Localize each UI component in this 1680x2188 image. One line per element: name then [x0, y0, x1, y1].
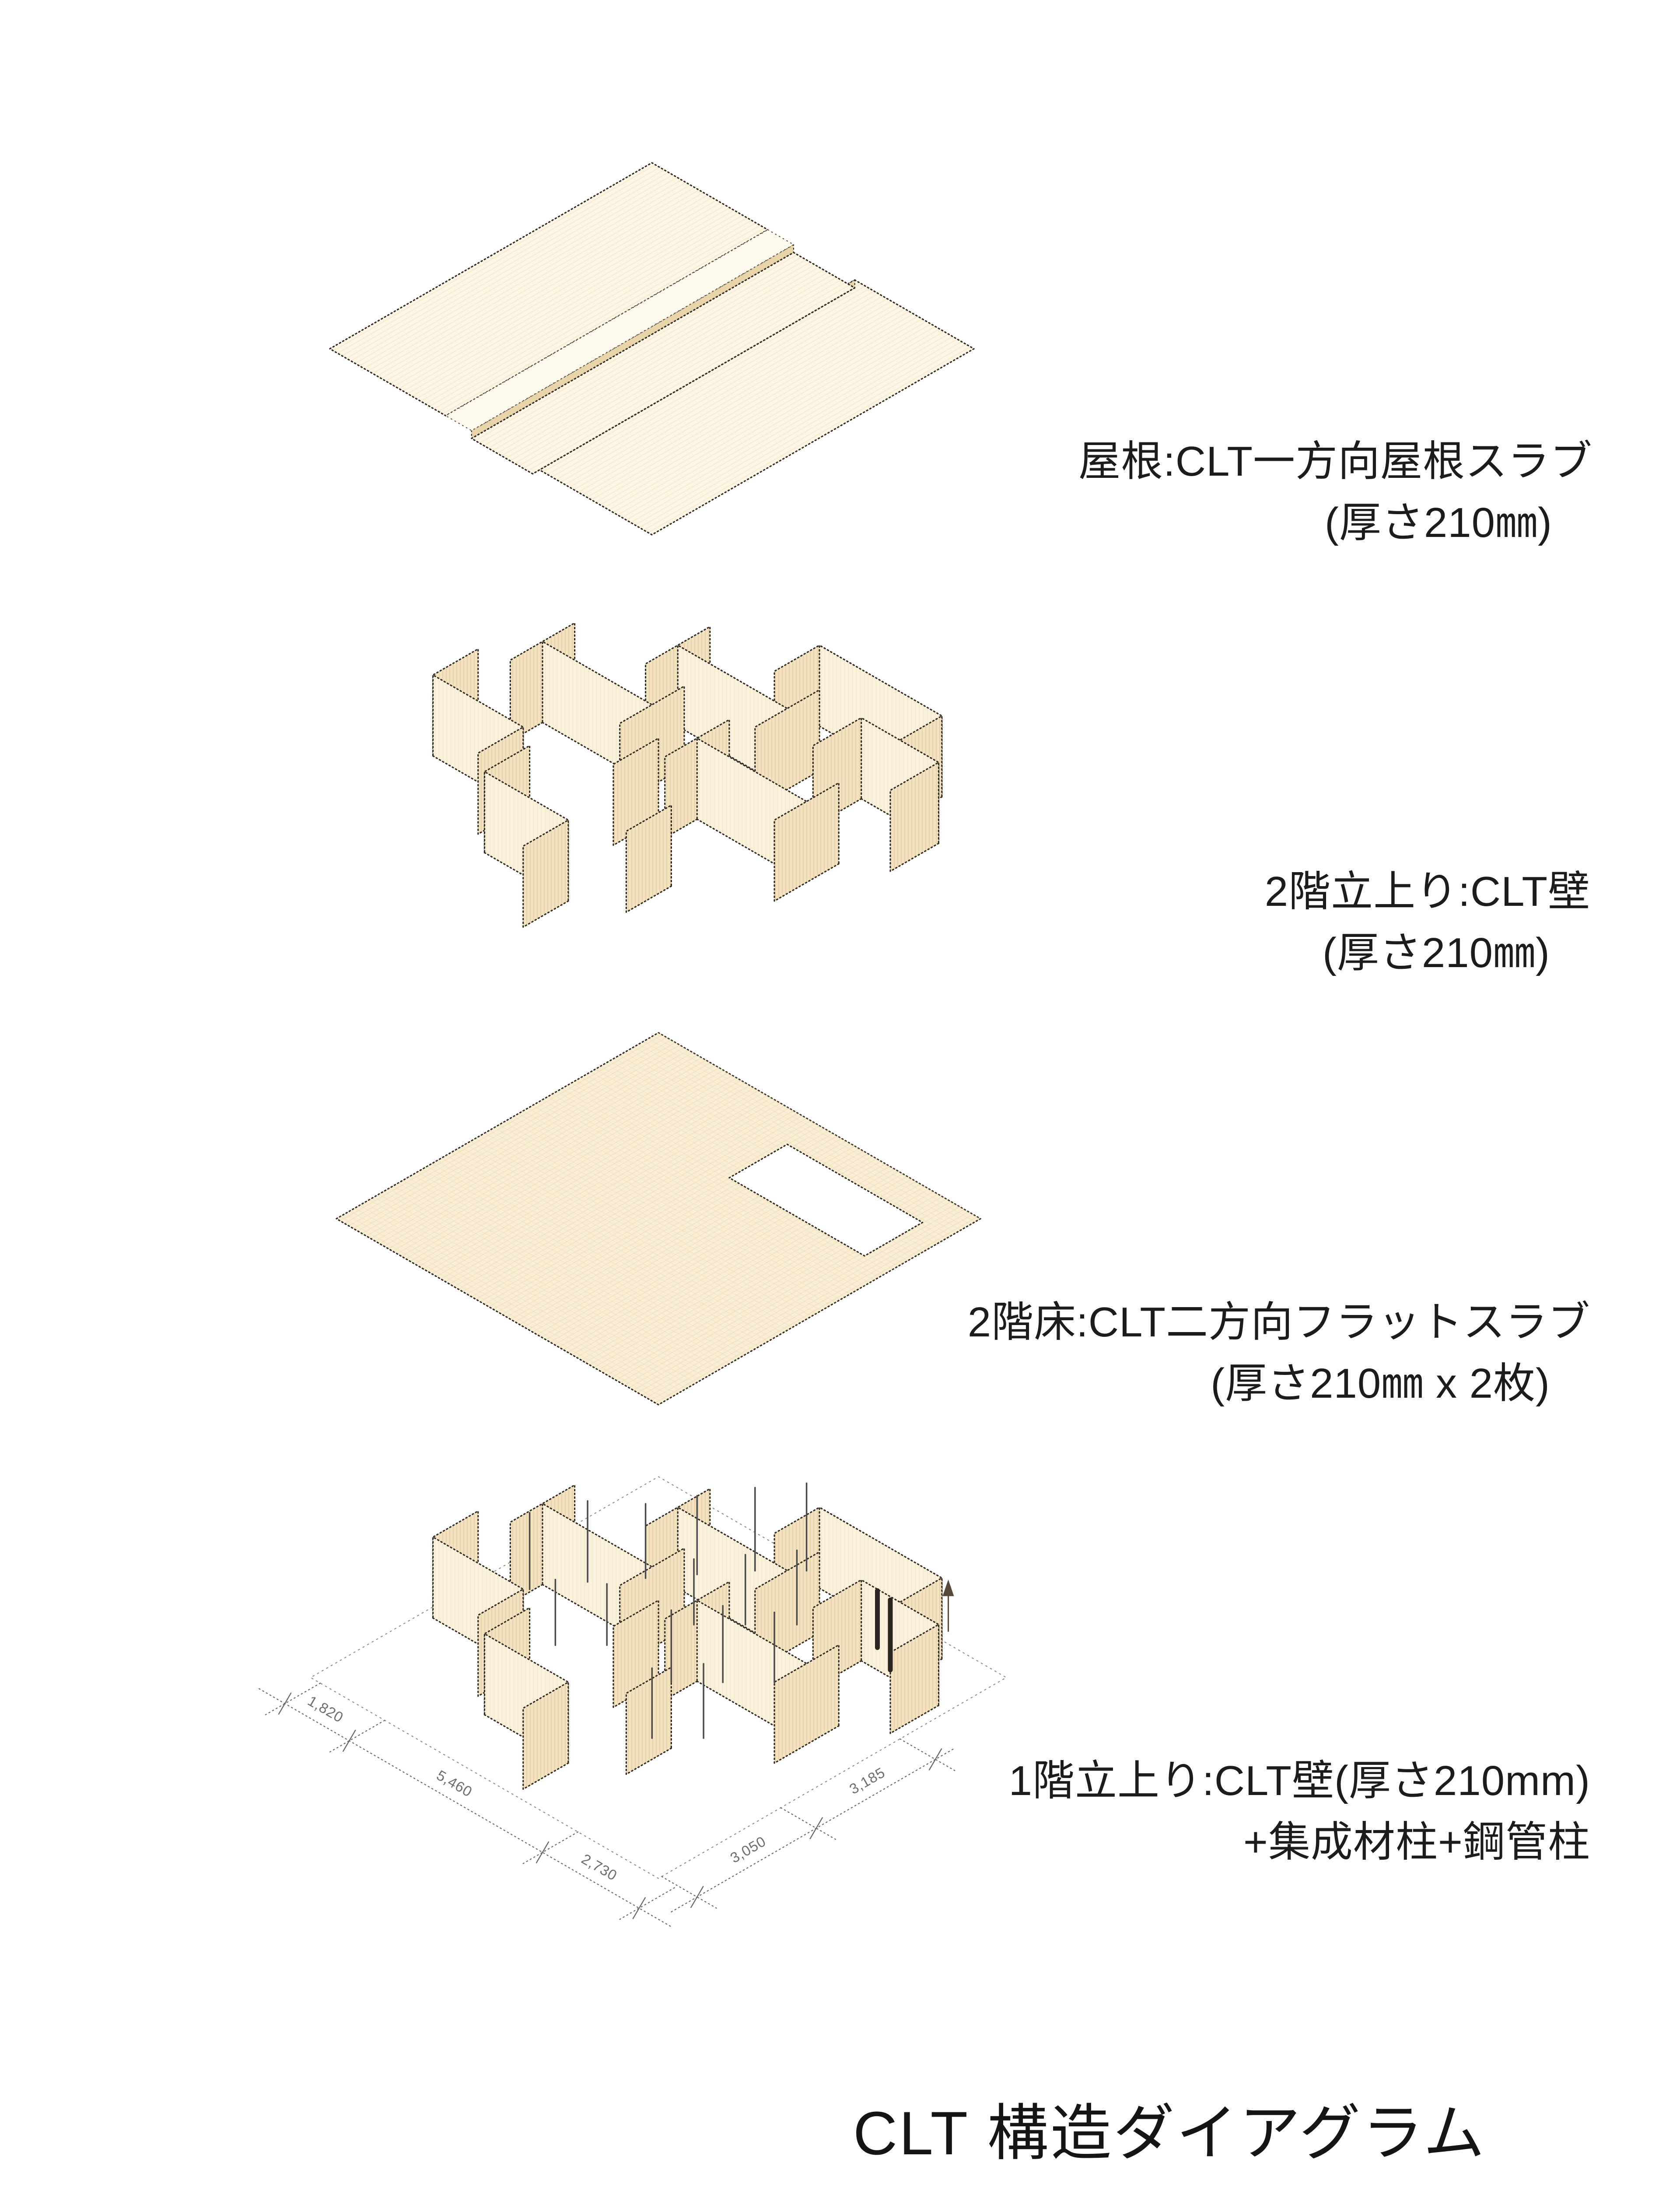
dimension-extension — [522, 1831, 579, 1864]
floor-2f-label-line2: (厚さ210㎜ x 2枚) — [1211, 1360, 1550, 1407]
arrow-head-icon — [942, 1579, 954, 1596]
dimension-lines: 1,820 5,460 2,730 3,050 3,185 — [259, 1683, 956, 1928]
dimension-extension — [899, 1738, 956, 1771]
wall-end-face — [625, 804, 672, 913]
roof-strip — [471, 252, 856, 475]
dimension-extension — [780, 1807, 836, 1840]
roof-label-line2: (厚さ210㎜) — [1324, 499, 1552, 547]
dimension-label: 3,185 — [847, 1764, 888, 1797]
floor-slab-grain — [336, 1033, 981, 1405]
dimension-tick — [632, 1897, 646, 1919]
walls-1f-label-line1: 1階立上り:CLT壁(厚さ210mm) — [1008, 1757, 1590, 1804]
dimension-label: 5,460 — [434, 1767, 475, 1800]
roof-valley-band — [445, 229, 794, 431]
roof-label-line1: 屋根:CLT一方向屋根スラブ — [1078, 438, 1592, 485]
dimension-line — [671, 1747, 956, 1913]
walls-1f-label-line2: +集成材柱+鋼管柱 — [1243, 1819, 1590, 1866]
dimension-label: 3,050 — [728, 1833, 769, 1866]
slab-opening — [728, 1143, 924, 1257]
wall-end-face — [774, 782, 840, 902]
dimension-tick — [278, 1692, 292, 1715]
wall-end-face — [889, 1623, 939, 1734]
dimension-line — [259, 1688, 672, 1928]
columns — [528, 1482, 954, 1739]
wall-end-face — [522, 1681, 569, 1790]
wall-end-face — [522, 819, 569, 928]
dimension-tick — [343, 1729, 356, 1752]
walls-2f-label-line1: 2階立上り:CLT壁 — [1264, 868, 1590, 915]
walls-2f-label-line2: (厚さ210㎜) — [1322, 929, 1550, 977]
clt-two-way-flat-slab-drawing — [336, 1032, 981, 1406]
roof-label: 屋根:CLT一方向屋根スラブ (厚さ210㎜) — [1078, 431, 1592, 554]
dimension-tick — [690, 1886, 704, 1908]
diagram-title: CLT 構造ダイアグラム — [853, 2099, 1487, 2167]
clt-one-way-roof-slab-drawing — [329, 162, 975, 536]
walls-2f-label: 2階立上り:CLT壁 (厚さ210㎜) — [1265, 861, 1590, 984]
dimension-tick — [928, 1748, 942, 1771]
floor-2f-label-line1: 2階床:CLT二方向フラットスラブ — [967, 1299, 1590, 1346]
floor-2f-label: 2階床:CLT二方向フラットスラブ (厚さ210㎜ x 2枚) — [968, 1292, 1590, 1414]
dimension-tick — [536, 1841, 550, 1864]
dimension-extension — [661, 1876, 717, 1909]
clt-2f-wall-panels-drawing — [432, 622, 943, 928]
dimension-extension — [619, 1887, 675, 1920]
walls-1f-label: 1階立上り:CLT壁(厚さ210mm) +集成材柱+鋼管柱 — [1009, 1750, 1590, 1873]
wall-end-face — [889, 761, 939, 872]
clt-1f-wall-panels-columns-drawing: 1,820 5,460 2,730 3,050 3,185 — [259, 1476, 1007, 1928]
dimension-label: 1,820 — [305, 1693, 346, 1726]
wall-panels-1f — [432, 1484, 943, 1790]
wall-end-face — [774, 1644, 840, 1764]
wall-end-face — [625, 1666, 672, 1775]
dimension-label: 2,730 — [579, 1851, 620, 1884]
dimension-tick — [809, 1817, 823, 1839]
